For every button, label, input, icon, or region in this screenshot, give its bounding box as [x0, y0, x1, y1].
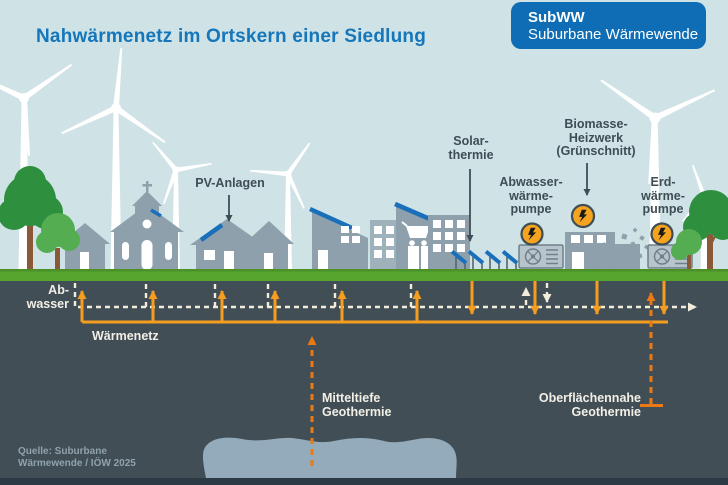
lightning-bolt-icon — [520, 222, 544, 246]
pv-panel-icon — [150, 208, 162, 218]
label-erdwaermepumpe: Erd- wärme- pumpe — [641, 175, 685, 216]
lightning-bolt-icon — [570, 203, 596, 229]
label-solarthermie: Solar- thermie — [448, 134, 494, 162]
label-abwasserwaermepumpe: Abwasser- wärme- pumpe — [499, 175, 563, 216]
pv-house — [190, 219, 264, 270]
bottom-bar — [0, 478, 728, 485]
brand-name: SubWW — [528, 9, 585, 26]
label-abwasser: Ab- wasser — [26, 283, 69, 311]
shopping-cart-icon — [401, 221, 430, 246]
label-oberflaechennahe-geothermie: Oberflächennahe Geothermie — [538, 391, 641, 419]
aquifer — [202, 437, 457, 478]
source-credit: Quelle: Suburbane Wärmewende / IÖW 2025 — [18, 446, 136, 469]
trees-right — [671, 190, 728, 270]
church — [110, 181, 184, 270]
brand-tagline: Suburbane Wärmewende — [528, 26, 699, 43]
label-biomasse-heizwerk: Biomasse- Heizwerk (Grünschnitt) — [556, 117, 636, 158]
pv-panel-icon — [199, 223, 224, 242]
apartment-block-rear — [370, 220, 398, 270]
label-mitteltiefe-geothermie: Mitteltiefe Geothermie — [322, 391, 392, 419]
modern-house — [309, 206, 368, 270]
label-arrows — [225, 163, 591, 242]
ground-grass — [0, 269, 728, 281]
sewer-line — [73, 283, 697, 312]
lightning-bolt-icon — [650, 222, 674, 246]
label-pv-anlagen: PV-Anlagen — [195, 176, 265, 190]
heat-network — [77, 281, 669, 324]
solar-thermal-collectors — [450, 249, 519, 269]
heat-pump-unit — [518, 244, 564, 269]
geothermal-lines — [307, 292, 663, 466]
brand-badge: SubWW Suburbane Wärmewende — [511, 2, 706, 49]
electricity-markers — [520, 203, 674, 246]
label-waermenetz: Wärmenetz — [92, 329, 159, 343]
solar-panel-icon — [450, 249, 519, 265]
gable-house — [244, 221, 294, 270]
page-title: Nahwärmenetz im Ortskern einer Siedlung — [36, 26, 427, 47]
trees-left — [0, 166, 80, 270]
wood-chipper-icon — [590, 242, 618, 270]
wind-turbine-icon — [250, 142, 311, 270]
pv-panel-icon — [309, 206, 353, 231]
